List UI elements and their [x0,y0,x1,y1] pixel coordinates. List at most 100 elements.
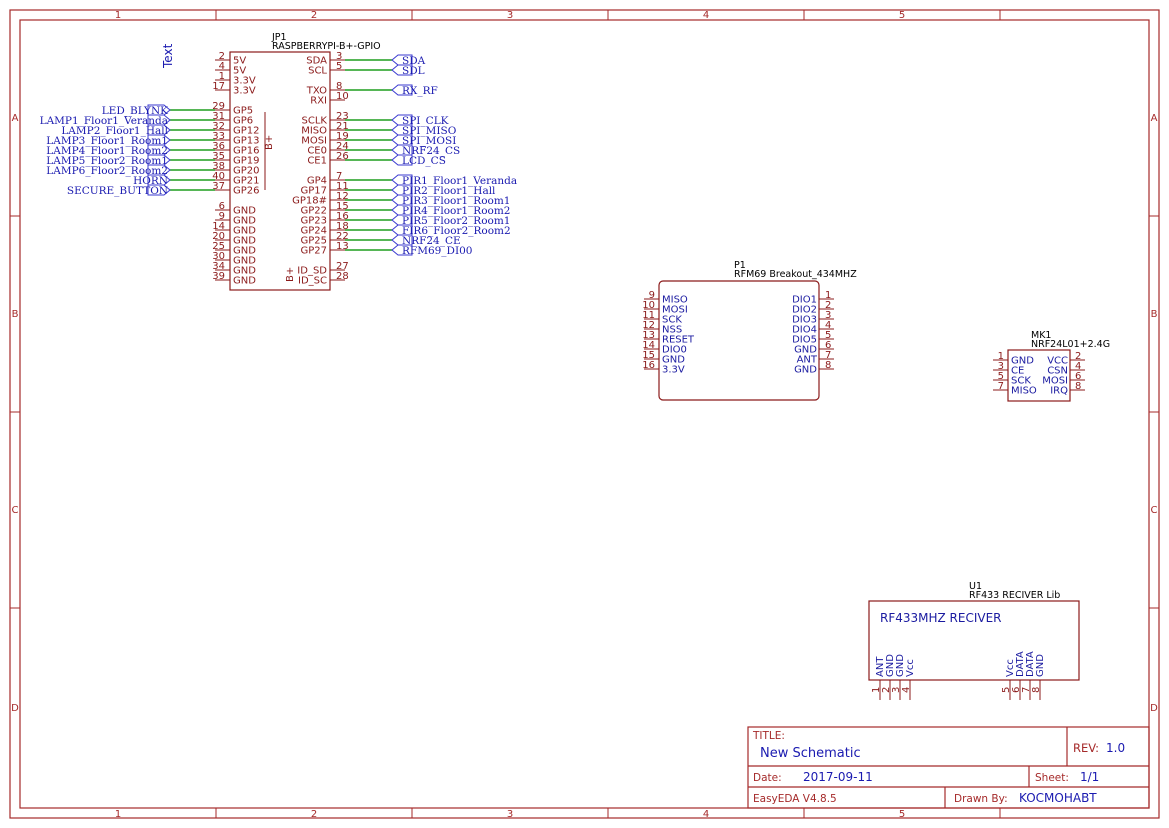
mk1-pin-number: 4 [1075,361,1081,372]
net-flag[interactable] [147,124,171,136]
jp1-pin-number: 1 [219,71,225,82]
p1-pin-number: 13 [642,330,655,341]
jp1-pin-name: GP25 [300,236,327,247]
net-flag[interactable] [391,114,413,126]
net-label: RFM69_DI00 [402,245,472,257]
u1-pin-number: 4 [901,687,912,693]
date-value: 2017-09-11 [803,770,873,784]
jp1-pin-number: 14 [212,221,225,232]
jp1-pin-name: MOSI [301,136,327,147]
p1-pin-number: 7 [825,350,831,361]
net-flag[interactable] [147,144,171,156]
net-flag[interactable] [391,154,413,166]
jp1-pin-number: 11 [336,181,349,192]
net-label: HORN [133,175,168,187]
jp1-pin-number: 19 [336,131,349,142]
net-flag[interactable] [391,84,413,96]
net-flag[interactable] [391,124,413,136]
rev-label: REV: [1073,741,1099,755]
mk1-pin-name: MISO [1011,386,1037,397]
jp1-pin-number: 25 [212,241,225,252]
net-flag[interactable] [391,54,413,66]
p1-pin-name: GND [794,345,817,356]
p1-pin-name: NSS [662,325,682,336]
jp1-pin-number: 5 [336,61,342,72]
u1-pin-name: GND [885,654,896,677]
jp1-pin-name: GP20 [233,166,260,177]
frame-col-label-bottom: 4 [703,809,709,820]
mk1-pin-name: CE [1011,366,1024,377]
net-flag[interactable] [391,174,413,186]
net-label: NRF24_CS [402,145,460,157]
net-flag[interactable] [391,184,413,196]
p1-pin-number: 16 [642,360,655,371]
jp1-pin-number: 27 [336,261,349,272]
net-flag[interactable] [391,194,413,206]
u1-refdes: U1 [969,581,982,592]
jp1-corner-mark: B+ [285,267,296,282]
p1-pin-name: SCK [662,315,682,326]
jp1-pin-number: 15 [336,201,349,212]
p1-pin-name: GND [662,355,685,366]
p1-pin-name: DIO4 [792,325,817,336]
net-flag[interactable] [391,144,413,156]
net-label: LAMP2_Floor1_Hall [61,125,168,137]
jp1-pin-name: SCLK [302,116,328,127]
mk1-pin-number: 5 [998,371,1004,382]
jp1-pin-number: 6 [219,201,225,212]
u1-body [868,600,1080,681]
mk1-pin-name: VCC [1047,356,1068,367]
net-flag[interactable] [391,134,413,146]
net-flag[interactable] [147,134,171,146]
net-label: SPI_MOSI [402,135,456,147]
jp1-pin-number: 24 [336,141,349,152]
jp1-pin-number: 7 [336,171,342,182]
net-flag[interactable] [147,114,171,126]
jp1-pin-name: SDA [306,56,327,67]
net-flag[interactable] [391,64,413,76]
jp1-pin-number: 35 [212,151,225,162]
net-flag[interactable] [391,234,413,246]
title-block: TITLE: New Schematic REV: 1.0 Date: 2017… [747,726,1150,809]
net-flag[interactable] [391,214,413,226]
net-flag[interactable] [391,244,413,256]
mk1-pin-name: IRQ [1050,386,1068,397]
net-flag[interactable] [147,104,171,116]
jp1-pin-number: 32 [212,121,225,132]
mk1-pin-number: 7 [998,381,1004,392]
p1-pin-number: 4 [825,320,831,331]
jp1-pin-number: 38 [212,161,225,172]
net-flag[interactable] [391,224,413,236]
net-flag[interactable] [147,164,171,176]
net-label: PIR5_Floor2_Room1 [402,215,510,227]
net-label: LAMP6_Floor2_Room2 [46,165,168,177]
net-label: FIR6_Floor2_Room2 [402,225,511,237]
jp1-pin-number: 31 [212,111,225,122]
p1-pin-name: 3.3V [662,365,685,376]
u1-rf433-receiver[interactable]: U1 RF433 RECIVER Lib RF433MHZ RECIVER 1A… [868,581,1080,700]
u1-pin-number: 2 [881,687,892,693]
u1-pin-name: Vcc [905,659,916,677]
schematic-title: New Schematic [760,746,861,761]
jp1-pin-number: 17 [212,81,225,92]
u1-pin-number: 7 [1021,687,1032,693]
jp1-pin-name: TXO [306,86,327,97]
net-flag[interactable] [147,174,171,186]
jp1-pin-name: GP4 [307,176,327,187]
frame-row-label-left: C [12,505,19,516]
net-flag[interactable] [391,204,413,216]
frame-col-label-top: 1 [115,10,121,21]
jp1-pin-number: 8 [336,81,342,92]
net-flag[interactable] [147,184,171,196]
net-flag[interactable] [147,154,171,166]
jp1-pin-number: 23 [336,111,349,122]
date-label: Date: [753,772,782,784]
net-label: PIR4_Floor1_Room2 [402,205,510,217]
